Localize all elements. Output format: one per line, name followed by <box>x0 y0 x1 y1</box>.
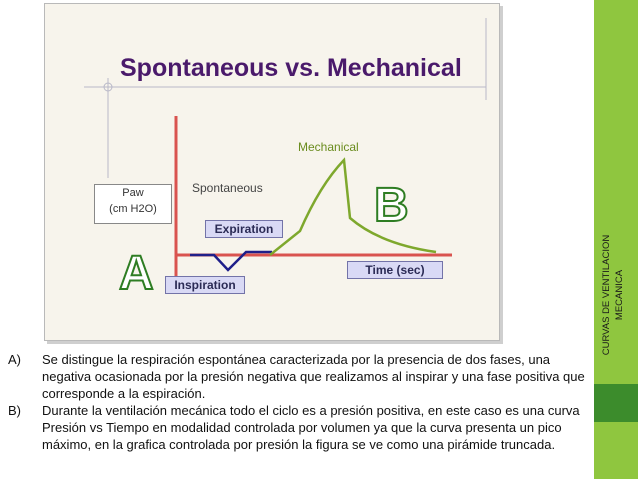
explanation-text: A) Se distingue la respiración espontáne… <box>8 351 598 453</box>
expiration-tag: Expiration <box>205 220 283 238</box>
item-text: Se distingue la respiración espontánea c… <box>42 352 585 401</box>
spontaneous-curve <box>190 250 272 272</box>
y-axis-label-line1: Paw <box>122 187 144 199</box>
y-axis-label-line2: (cm H2O) <box>109 203 157 215</box>
guide-crosshair <box>103 82 113 92</box>
mechanical-curve <box>269 157 437 256</box>
item-marker: B) <box>8 403 21 418</box>
item-marker: A) <box>8 352 21 367</box>
time-axis-tag: Time (sec) <box>347 261 443 279</box>
explanation-item-b: B) Durante la ventilación mecánica todo … <box>8 402 598 453</box>
figure-title: Spontaneous vs. Mechanical <box>120 54 462 82</box>
explanation-item-a: A) Se distingue la respiración espontáne… <box>8 351 598 402</box>
spontaneous-label: Spontaneous <box>192 181 263 195</box>
inspiration-tag: Inspiration <box>165 276 245 294</box>
y-axis-label-box: Paw (cm H2O) <box>94 184 172 224</box>
mechanical-label: Mechanical <box>298 140 359 154</box>
sidebar-accent <box>594 384 638 422</box>
figure-panel <box>44 3 500 341</box>
letter-b-label: B <box>373 178 410 233</box>
item-text: Durante la ventilación mecánica todo el … <box>42 403 580 452</box>
letter-a-label: A <box>118 246 155 301</box>
